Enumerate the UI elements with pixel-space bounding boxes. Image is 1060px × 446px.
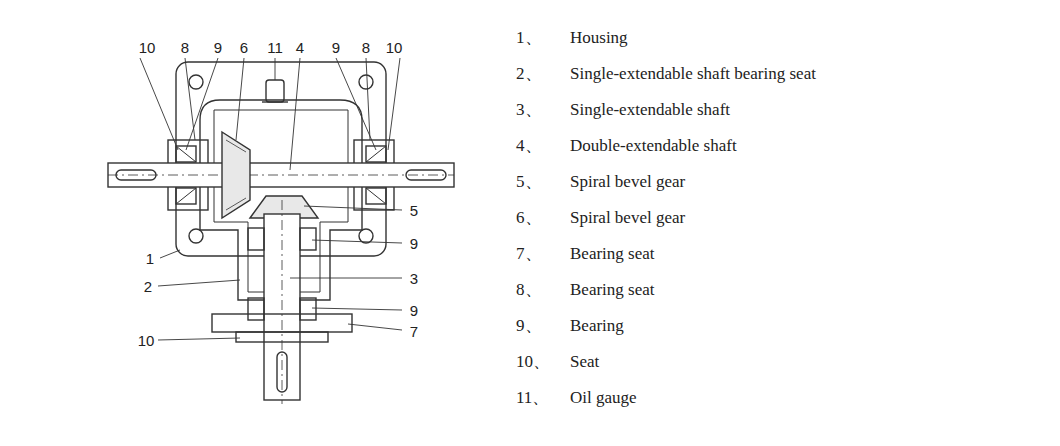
centre-line (108, 175, 454, 176)
bearing-roller (366, 188, 386, 204)
callout-number: 3 (410, 271, 418, 286)
callout-number: 10 (386, 40, 403, 55)
bearing (248, 298, 264, 320)
part-name: Single-extendable shaft (570, 101, 730, 120)
part-name: Seat (570, 353, 599, 372)
part-name: Housing (570, 29, 628, 48)
bearing (366, 146, 386, 162)
seat (236, 332, 328, 342)
double-extendable-shaft (108, 163, 454, 187)
part-number: 4、 (516, 137, 542, 156)
bearing (176, 188, 196, 204)
callout-number: 9 (410, 236, 418, 251)
bearing (300, 228, 316, 250)
part-name: Bearing seat (570, 245, 655, 264)
bearing (248, 228, 264, 250)
callout-number: 9 (214, 40, 222, 55)
callout-number: 8 (181, 40, 189, 55)
bearing-roller (366, 146, 386, 162)
callout-number: 4 (296, 40, 304, 55)
part-name: Double-extendable shaft (570, 137, 737, 156)
part-name: Bearing seat (570, 281, 655, 300)
part-number: 6、 (516, 209, 542, 228)
callout-number: 10 (138, 333, 155, 348)
bolt-hole (189, 229, 203, 243)
part-name: Spiral bevel gear (570, 209, 685, 228)
oil-gauge-base (262, 101, 288, 102)
gear-hatch (226, 198, 246, 210)
part-number: 11、 (516, 389, 549, 408)
bearing (176, 146, 196, 162)
callout-number: 6 (240, 40, 248, 55)
callout-number: 11 (267, 40, 283, 55)
callout-number: 5 (410, 203, 418, 218)
bearing (300, 298, 316, 320)
part-number: 7、 (516, 245, 542, 264)
spiral-bevel-gear (222, 132, 250, 218)
bearing-roller (176, 188, 196, 204)
bolt-hole (359, 229, 373, 243)
callout-number: 9 (332, 40, 340, 55)
oil-gauge (266, 80, 284, 102)
bolt-hole (359, 75, 373, 89)
callout-number: 1 (146, 251, 154, 266)
part-number: 5、 (516, 173, 542, 192)
bolt-hole (189, 75, 203, 89)
part-name: Oil gauge (570, 389, 637, 408)
bearing-roller (176, 146, 196, 162)
part-name: Bearing (570, 317, 624, 336)
part-name: Spiral bevel gear (570, 173, 685, 192)
part-number: 1、 (516, 29, 542, 48)
callout-number: 10 (139, 40, 156, 55)
bearing (366, 188, 386, 204)
part-number: 8、 (516, 281, 542, 300)
part-number: 3、 (516, 101, 542, 120)
gear-hatch (226, 140, 246, 152)
part-number: 9、 (516, 317, 542, 336)
callout-number: 9 (410, 303, 418, 318)
callout-number: 7 (410, 324, 418, 339)
leader-lines (140, 58, 402, 340)
part-number: 2、 (516, 65, 542, 84)
callout-number: 8 (362, 40, 370, 55)
centre-line (282, 200, 283, 404)
part-number: 10、 (516, 353, 550, 372)
bearing-seat (212, 314, 352, 332)
callout-number: 2 (144, 279, 152, 294)
part-name: Single-extendable shaft bearing seat (570, 65, 816, 84)
